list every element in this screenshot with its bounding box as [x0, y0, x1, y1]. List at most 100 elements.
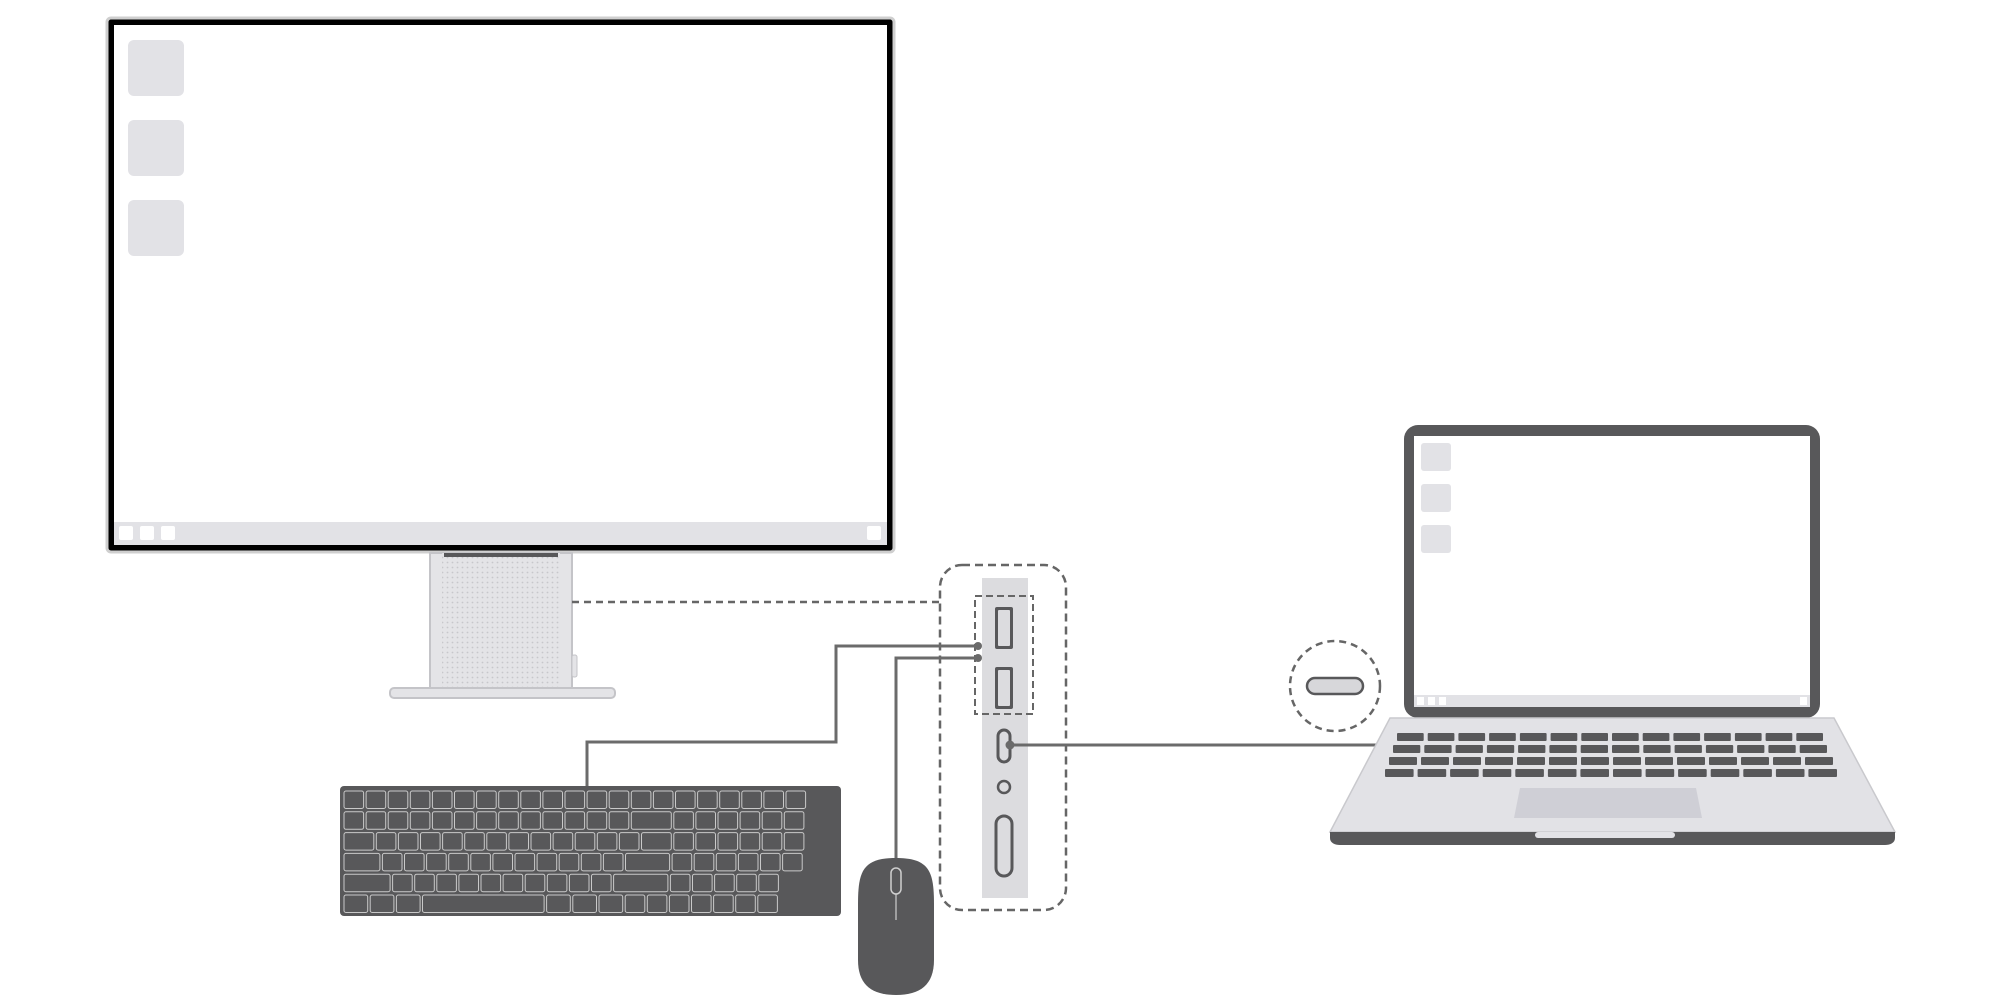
keyboard-key [409, 811, 431, 830]
keyboard-key [695, 832, 717, 851]
laptop-key [1427, 733, 1455, 741]
monitor-screen [114, 25, 887, 545]
keyboard-key [514, 852, 536, 872]
keyboard-key [365, 811, 387, 830]
desktop-icon-2 [128, 120, 184, 176]
keyboard-key [458, 873, 479, 893]
keyboard-key [480, 873, 502, 893]
laptop-key [1678, 769, 1707, 777]
laptop-key [1450, 769, 1479, 777]
keyboard-key [586, 811, 608, 830]
keyboard-key [758, 873, 779, 893]
keyboard-key [420, 832, 441, 851]
laptop-key [1799, 745, 1827, 753]
keyboard-key [568, 873, 590, 893]
laptop-key [1453, 757, 1481, 765]
keyboard-key [454, 811, 475, 830]
keyboard-key [761, 811, 783, 830]
stand-icon [389, 552, 616, 699]
laptop-key [1515, 769, 1544, 777]
keyboard-key [343, 894, 369, 913]
laptop-key [1741, 757, 1769, 765]
keyboard-key [498, 811, 519, 830]
laptop-key [1612, 745, 1640, 753]
keyboard-key [783, 811, 805, 830]
keyboard-key [422, 894, 545, 913]
laptop-key [1613, 757, 1641, 765]
keyboard-cable [585, 644, 978, 786]
keyboard-key [486, 832, 507, 851]
keyboard-key [520, 790, 541, 809]
laptop-key [1485, 757, 1513, 765]
keyboard-key [782, 852, 803, 872]
laptop-key [1580, 745, 1608, 753]
laptop-key [1385, 769, 1414, 777]
keyboard-key [783, 832, 805, 851]
laptop-key [1805, 757, 1833, 765]
laptop-desktop-icon-1 [1421, 443, 1451, 471]
laptop-key [1613, 769, 1642, 777]
keyboard-key [530, 832, 552, 851]
keyboard-key [692, 873, 713, 893]
usb-c-plug [1305, 676, 1365, 696]
keyboard-key [365, 790, 387, 809]
laptop-key [1424, 745, 1452, 753]
keyboard-key [673, 832, 694, 851]
keyboard-key [673, 811, 694, 830]
laptop-key [1645, 769, 1675, 777]
laptop-key [1642, 733, 1670, 741]
keyboard-key [641, 832, 672, 851]
keyboard-key [564, 790, 586, 809]
keyboard-key [613, 873, 669, 893]
laptop-key [1458, 733, 1486, 741]
keyboard-key [713, 894, 734, 913]
laptop-key [1489, 733, 1516, 741]
laptop-key [1612, 733, 1639, 741]
keyboard-key [387, 790, 409, 809]
keyboard-key [409, 790, 431, 809]
keyboard-key [546, 873, 568, 893]
laptop-key [1645, 757, 1673, 765]
laptop-key [1765, 733, 1793, 741]
keyboard-key [343, 832, 375, 851]
keyboard-key [448, 852, 469, 872]
keyboard-key [564, 811, 586, 830]
keyboard-key [431, 811, 453, 830]
port-panel-icon [938, 563, 1068, 912]
keyboard-key [542, 811, 564, 830]
laptop-key [1455, 745, 1483, 753]
laptop-key [1547, 769, 1577, 777]
laptop-screen [1414, 436, 1810, 707]
laptop-base-edge [1330, 832, 1895, 845]
keyboard-key [624, 894, 646, 913]
laptop-key [1581, 757, 1609, 765]
keyboard-key [552, 832, 574, 851]
keyboard-key [739, 832, 761, 851]
keyboard-key [464, 832, 485, 851]
laptop-key [1704, 733, 1731, 741]
laptop-key [1808, 769, 1837, 777]
keyboard-key [414, 873, 435, 893]
keyboard-key [736, 873, 757, 893]
laptop-icon [1328, 425, 1897, 845]
keyboard-key [695, 811, 717, 830]
keyboard-key [343, 852, 381, 872]
taskbar-icon [161, 526, 175, 540]
keyboard-key [646, 894, 668, 913]
keyboard-key [375, 832, 397, 851]
laptop-key [1643, 745, 1671, 753]
monitor-icon [105, 16, 896, 554]
laptop-key [1519, 733, 1547, 741]
desktop-icon-1 [128, 40, 184, 96]
keyboard-key [591, 873, 612, 893]
keyboard-key [669, 873, 691, 893]
keyboard-key [761, 832, 783, 851]
laptop-key [1710, 769, 1740, 777]
laptop-key [1486, 745, 1515, 753]
laptop-key [1773, 757, 1801, 765]
keyboard-key [737, 852, 759, 872]
keyboard-key [426, 852, 447, 872]
keyboard-key [492, 852, 513, 872]
keyboard-key [442, 832, 463, 851]
